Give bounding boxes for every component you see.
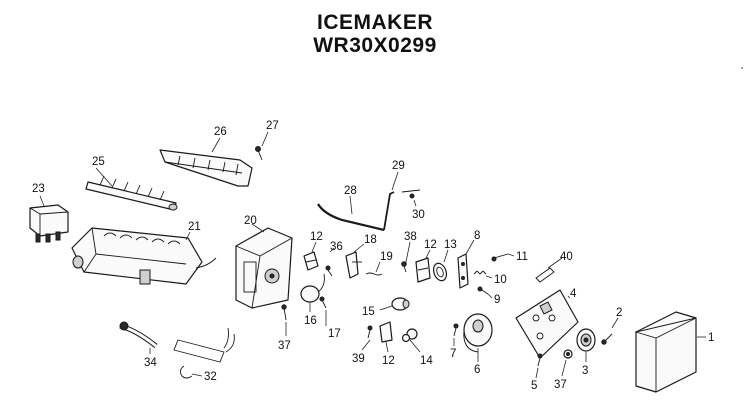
part-38-shape: [401, 261, 407, 273]
callout-18: 18: [364, 234, 377, 246]
callout-13: 13: [444, 239, 457, 251]
callout-26: 26: [214, 126, 227, 138]
part-34-shape: [119, 321, 158, 348]
callout-5: 5: [531, 380, 537, 392]
part-9-shape: [477, 286, 489, 295]
callout-23: 23: [32, 183, 45, 195]
callout-3: 3: [582, 365, 588, 377]
part-5-shape: [537, 353, 543, 367]
part-37a-shape: [281, 304, 287, 321]
part-29-shape: [383, 191, 395, 231]
callout-12-lower: 12: [382, 355, 395, 367]
part-11-shape: [491, 253, 509, 262]
callout-6: 6: [474, 364, 480, 376]
part-27-shape: [255, 146, 263, 161]
part-1-shape: [634, 311, 697, 393]
part-28-shape: [317, 203, 385, 232]
part-12a-shape: [303, 251, 319, 271]
callout-30: 30: [412, 209, 425, 221]
part-25-shape: [85, 175, 178, 211]
part-26-shape: [159, 149, 253, 187]
part-17-shape: [319, 296, 327, 309]
part-15-shape: [391, 297, 410, 311]
part-39-shape: [367, 325, 373, 339]
part-21-shape: [71, 227, 217, 285]
callout-38: 38: [404, 231, 417, 243]
part-8-shape: [457, 253, 469, 289]
part-19-shape: [365, 272, 383, 276]
callout-10: 10: [494, 274, 507, 286]
part-30-shape: [401, 189, 421, 199]
callout-7: 7: [450, 348, 456, 360]
callout-12-middle: 12: [424, 239, 437, 251]
stray-dot: [741, 67, 743, 69]
callout-16: 16: [304, 315, 317, 327]
callout-25: 25: [92, 156, 105, 168]
callout-37-left: 37: [278, 340, 291, 352]
part-3-shape: [576, 328, 596, 352]
callout-2: 2: [616, 307, 622, 319]
callout-20: 20: [244, 215, 257, 227]
callout-11: 11: [516, 251, 528, 263]
callout-8: 8: [474, 230, 480, 242]
part-4-shape: [515, 289, 579, 359]
part-7-shape: [453, 323, 459, 337]
callout-12-left: 12: [310, 231, 323, 243]
callout-32: 32: [204, 371, 217, 383]
part-2-shape: [601, 333, 613, 345]
part-12b-shape: [415, 257, 431, 283]
callout-4: 4: [570, 288, 577, 300]
part-10-shape: [473, 270, 487, 275]
part-23-shape: [29, 204, 69, 243]
callout-27: 27: [266, 120, 279, 132]
part-14-shape: [401, 328, 418, 343]
wire-harness-shape: [173, 327, 235, 363]
callout-36: 36: [330, 241, 343, 253]
callout-29: 29: [392, 160, 405, 172]
part-40-shape: [535, 267, 555, 283]
callout-9: 9: [494, 294, 500, 306]
callout-17: 17: [328, 328, 341, 340]
part-20-shape: [235, 227, 293, 309]
leader-lines: [39, 131, 706, 379]
part-13-shape: [432, 262, 448, 282]
part-18-shape: [345, 251, 362, 279]
part-32-shape: [179, 365, 193, 379]
part-6-shape: [463, 313, 493, 353]
callout-14: 14: [420, 355, 433, 367]
part-36-shape: [325, 265, 333, 277]
callout-34: 34: [144, 357, 157, 369]
part-16-shape: [300, 273, 325, 303]
callout-21: 21: [188, 221, 201, 233]
callout-39: 39: [352, 353, 365, 365]
callout-15: 15: [362, 306, 375, 318]
callout-37-right: 37: [554, 379, 567, 391]
part-number-title: WR30X0299: [313, 34, 437, 57]
part-12c-shape: [379, 321, 393, 343]
callout-19: 19: [380, 251, 393, 263]
callout-28: 28: [344, 185, 357, 197]
callout-1: 1: [708, 332, 714, 344]
diagram-title: ICEMAKER: [316, 11, 433, 34]
callout-40: 40: [560, 251, 573, 263]
callout-labels: 1 2 3 4 5 6 7 8 9 10 11 12 12 12 13 14 1…: [32, 120, 714, 392]
part-37b-shape: [563, 349, 573, 359]
